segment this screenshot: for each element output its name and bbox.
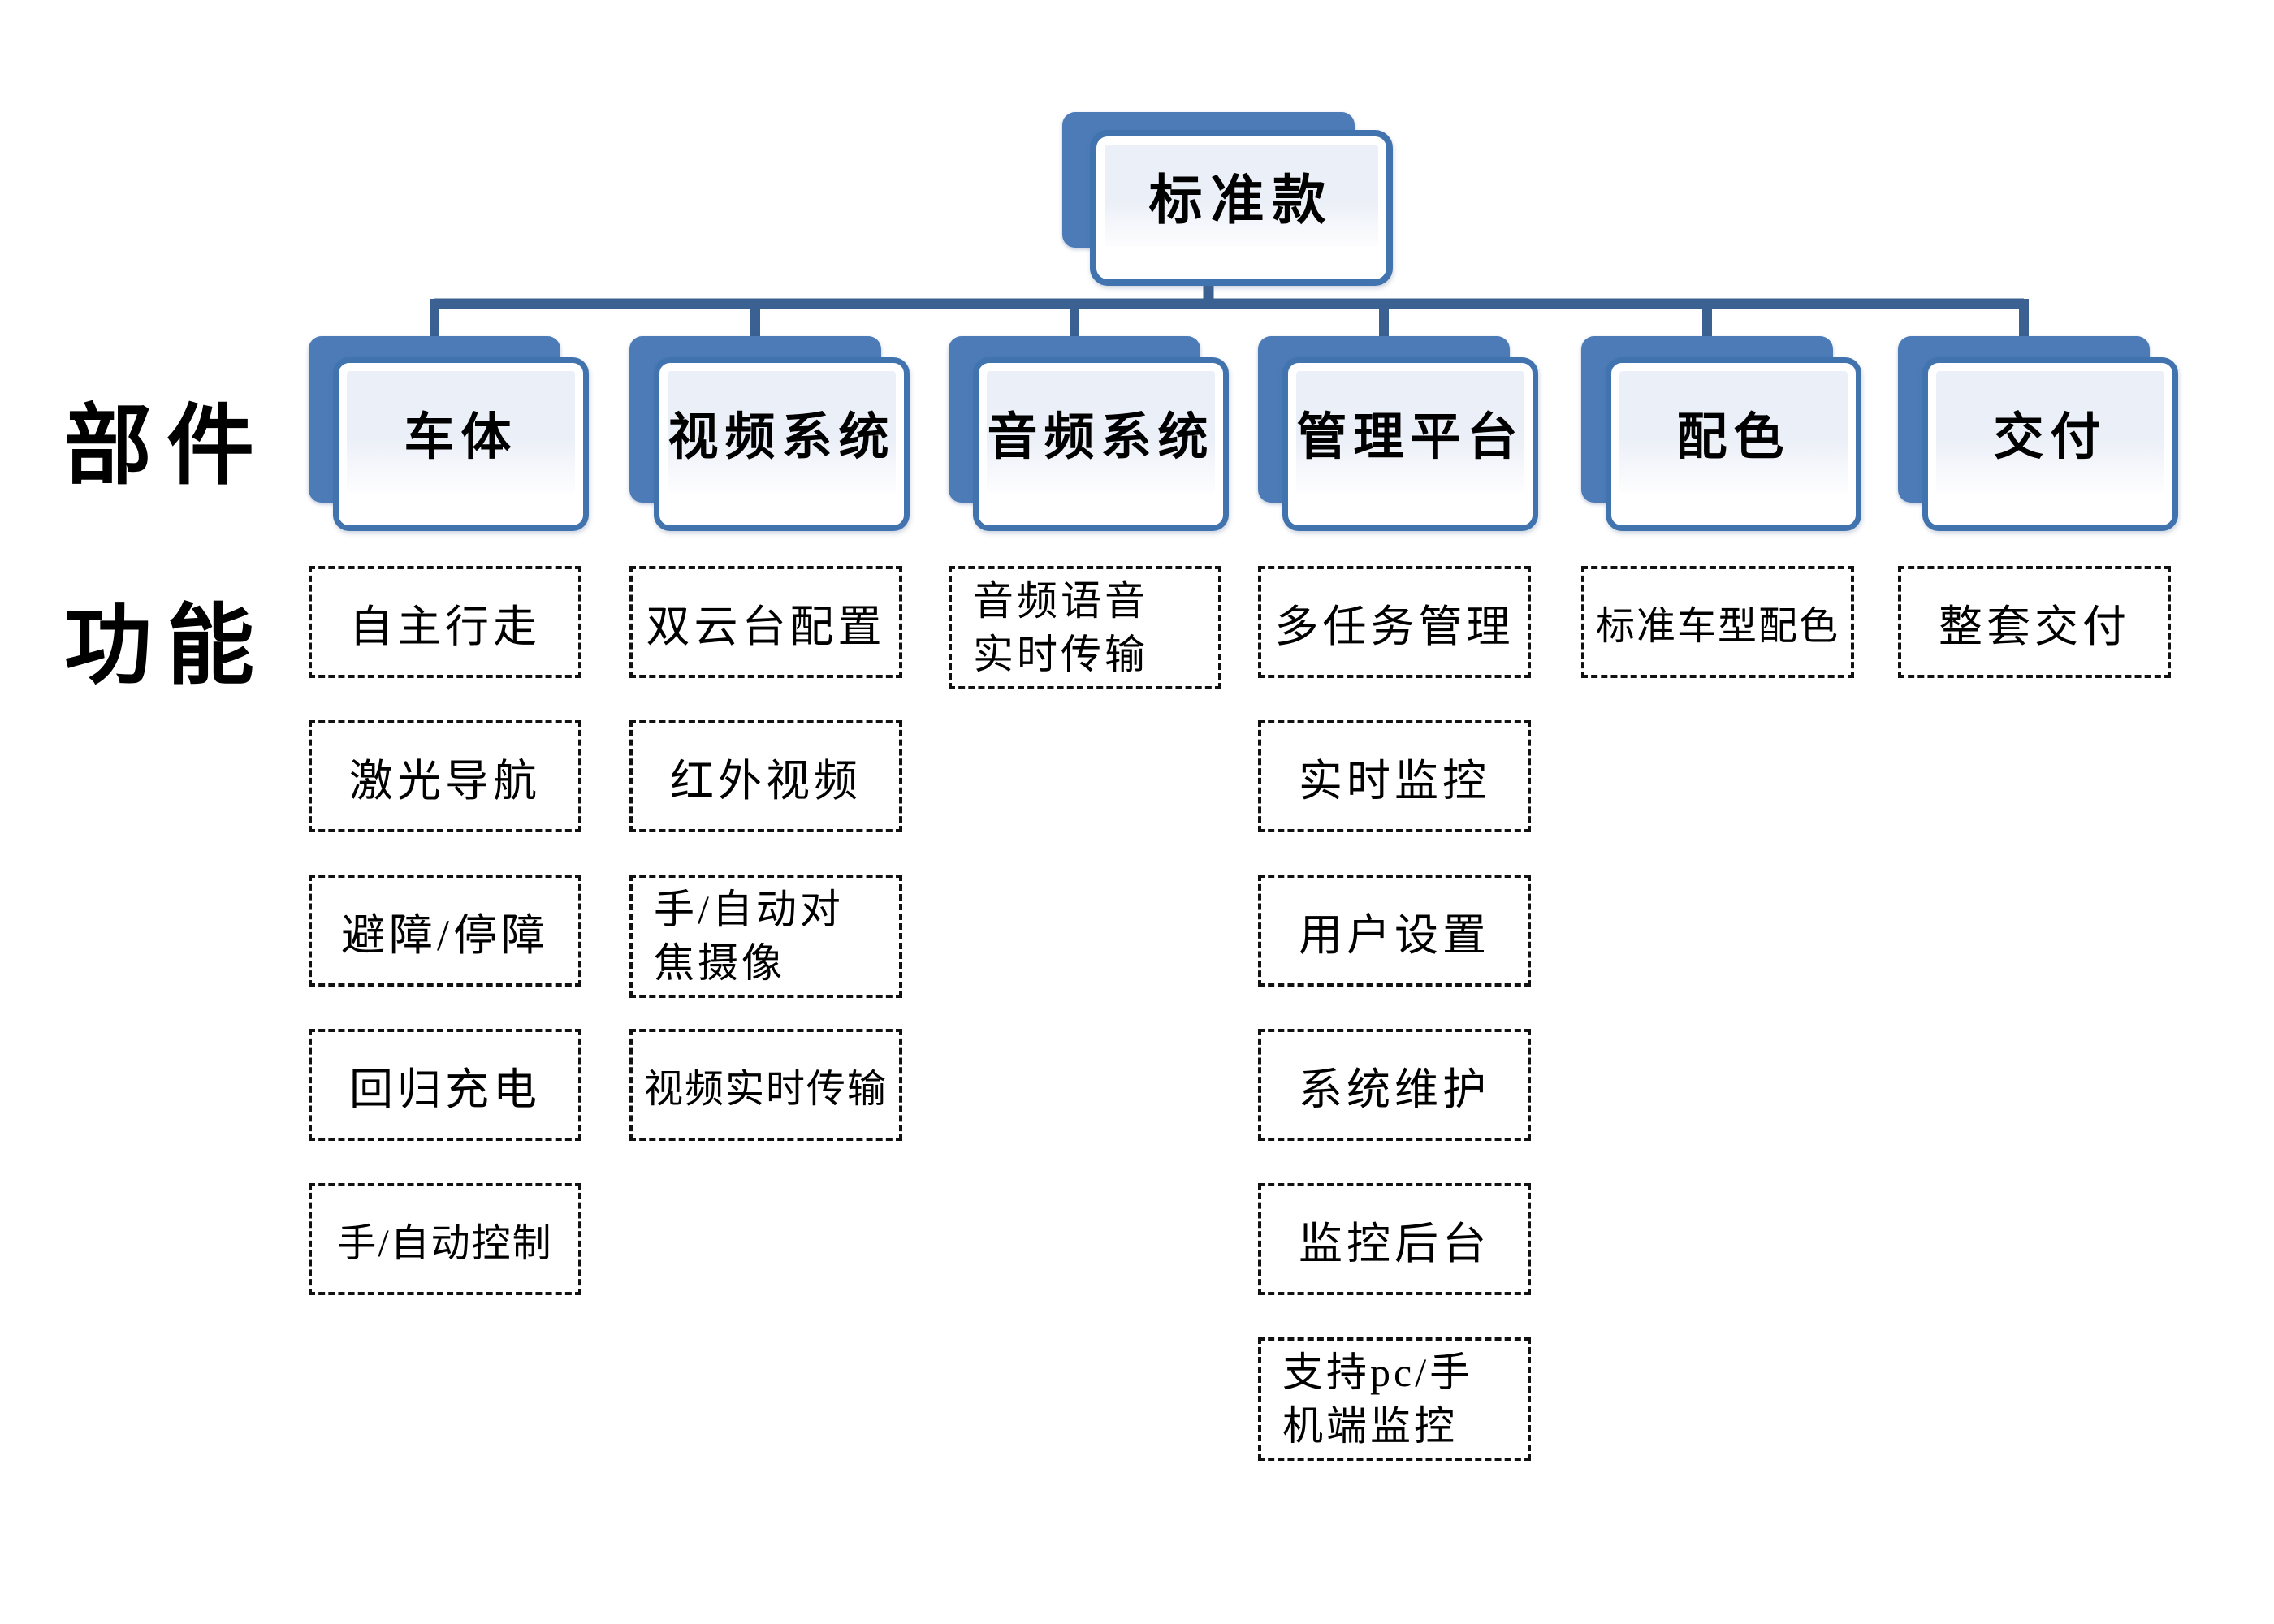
node-video-system: 视频系统 [629,336,910,531]
node-delivery: 交付 [1898,336,2178,531]
function-label-video-system-2: 手/自动对 焦摄像 [654,887,844,986]
node-video-system-label: 视频系统 [668,410,896,465]
node-delivery-label: 交付 [1993,410,2108,465]
function-box-vehicle-body-2: 避障/停障 [309,875,581,987]
node-audio-system-label: 音频系统 [987,410,1215,465]
node-audio-system: 音频系统 [949,336,1229,531]
function-box-management-platform-5: 支持pc/手 机端监控 [1258,1337,1531,1461]
function-label-management-platform-1: 实时监控 [1299,756,1490,806]
function-box-color-scheme-0: 标准车型配色 [1581,566,1854,678]
function-label-vehicle-body-0: 自主行走 [349,602,541,651]
node-vehicle-body-panel: 车体 [347,371,575,493]
node-vehicle-body: 车体 [309,336,589,531]
function-label-vehicle-body-1: 激光导航 [349,756,541,806]
function-box-management-platform-0: 多任务管理 [1258,566,1531,678]
node-color-scheme-card: 配色 [1606,357,1861,531]
node-management-platform-panel: 管理平台 [1296,371,1524,493]
node-vehicle-body-card: 车体 [333,357,589,531]
function-box-management-platform-1: 实时监控 [1258,720,1531,832]
function-box-video-system-3: 视频实时传输 [629,1029,902,1141]
function-label-vehicle-body-3: 回归充电 [349,1065,541,1114]
function-label-vehicle-body-2: 避障/停障 [340,910,549,960]
function-box-management-platform-3: 系统维护 [1258,1029,1531,1141]
node-video-system-panel: 视频系统 [668,371,896,493]
node-root-card: 标准款 [1090,130,1393,286]
node-root: 标准款 [1062,112,1393,287]
function-label-management-platform-4: 监控后台 [1299,1219,1490,1268]
function-box-video-system-2: 手/自动对 焦摄像 [629,875,902,998]
function-label-management-platform-5: 支持pc/手 机端监控 [1282,1350,1474,1449]
function-box-audio-system-0: 音频语音 实时传输 [949,566,1221,689]
function-box-vehicle-body-3: 回归充电 [309,1029,581,1141]
function-box-vehicle-body-1: 激光导航 [309,720,581,832]
node-delivery-panel: 交付 [1936,371,2164,493]
function-label-vehicle-body-4: 手/自动控制 [337,1222,553,1265]
function-label-video-system-3: 视频实时传输 [643,1068,888,1111]
node-management-platform-card: 管理平台 [1282,357,1538,531]
function-box-vehicle-body-0: 自主行走 [309,566,581,678]
node-color-scheme-panel: 配色 [1619,371,1848,493]
function-label-management-platform-2: 用户设置 [1299,910,1490,960]
node-vehicle-body-label: 车体 [404,410,518,465]
row-label-functions: 功能 [63,598,269,695]
function-box-management-platform-4: 监控后台 [1258,1183,1531,1295]
function-label-color-scheme-0: 标准车型配色 [1595,605,1840,648]
node-color-scheme-label: 配色 [1676,410,1791,465]
function-label-video-system-1: 红外视频 [670,756,862,806]
node-video-system-card: 视频系统 [654,357,910,531]
node-management-platform-label: 管理平台 [1296,410,1524,465]
node-audio-system-panel: 音频系统 [987,371,1215,493]
node-management-platform: 管理平台 [1258,336,1538,531]
function-label-video-system-0: 双云台配置 [646,602,886,651]
node-delivery-card: 交付 [1922,357,2178,531]
function-label-management-platform-3: 系统维护 [1299,1065,1490,1114]
function-label-management-platform-0: 多任务管理 [1274,602,1515,651]
node-color-scheme: 配色 [1581,336,1861,531]
function-box-vehicle-body-4: 手/自动控制 [309,1183,581,1295]
function-label-delivery-0: 整套交付 [1939,602,2130,651]
node-root-label: 标准款 [1148,171,1334,231]
node-root-panel: 标准款 [1105,145,1378,247]
function-box-video-system-0: 双云台配置 [629,566,902,678]
function-box-video-system-1: 红外视频 [629,720,902,832]
function-box-delivery-0: 整套交付 [1898,566,2171,678]
function-label-audio-system-0: 音频语音 实时传输 [973,578,1148,677]
node-audio-system-card: 音频系统 [973,357,1229,531]
function-box-management-platform-2: 用户设置 [1258,875,1531,987]
row-label-components: 部件 [63,399,269,495]
